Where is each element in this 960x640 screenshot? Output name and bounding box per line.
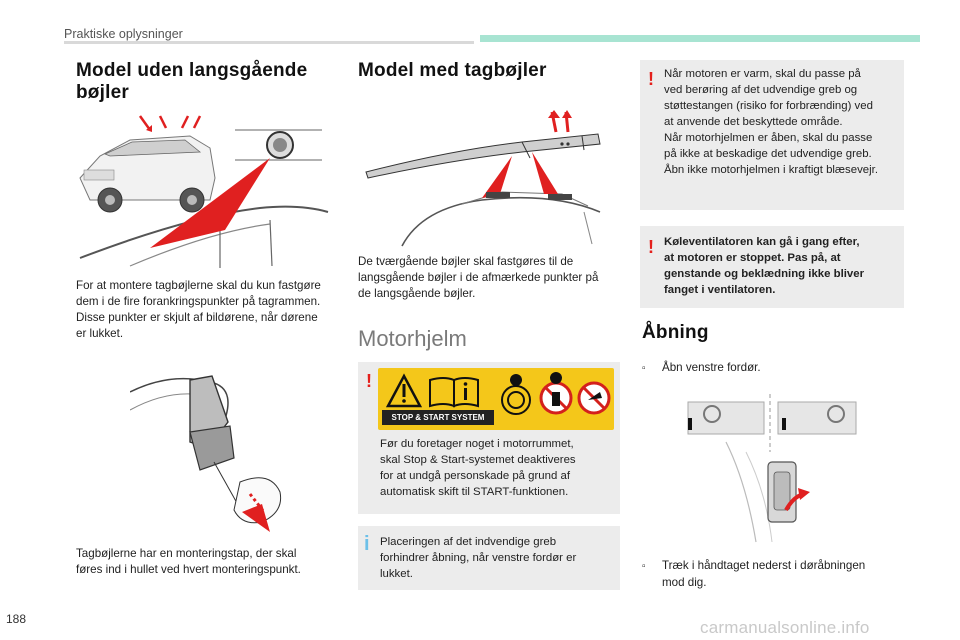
cooling-fan-warning-box (640, 226, 904, 308)
paragraph-anchor-points: For at montere tagbøjlerne skal du kun f… (76, 279, 321, 340)
paragraph-mounting-pin: Tagbøjlerne har en monteringstap, der sk… (76, 547, 301, 576)
warning-icon: ! (366, 371, 372, 391)
info-box (358, 526, 620, 590)
bonnet-release-illustration (687, 394, 857, 543)
heading-model-with-rails: Model med tagbøjler (358, 60, 547, 81)
longitudinal-rails-illustration (365, 110, 601, 247)
watermark: carmanualsonline.info (700, 618, 870, 637)
car-anchor-points-illustration (79, 115, 329, 268)
roof-bar-mounting-illustration (130, 375, 282, 532)
step-open-door: ▫Åbn venstre fordør. (642, 360, 761, 377)
hot-engine-warning-box (640, 60, 904, 210)
info-icon: i (364, 533, 370, 555)
warning-icon: ! (648, 237, 654, 257)
warning-icon: ! (648, 69, 654, 89)
stop-start-warning-text: Før du foretager noget i motorrummet, sk… (380, 438, 576, 498)
info-text: Placeringen af det indvendige greb forhi… (380, 536, 577, 580)
paragraph-cross-bars: De tværgående bøjler skal fastgøres til … (358, 255, 599, 300)
step-marker-icon: ▫ (642, 561, 646, 572)
safety-pictograms (385, 372, 611, 415)
heading-bonnet: Motorhjelm (358, 326, 467, 351)
header-divider (64, 41, 474, 44)
page-number: 188 (6, 612, 27, 626)
header-accent-bar (480, 35, 920, 42)
cooling-fan-warning-text: Køleventilatoren kan gå i gang efter, at… (664, 236, 865, 296)
step-pull-handle: ▫Træk i håndtaget nederst i døråbningen … (642, 559, 866, 589)
heading-opening: Åbning (642, 322, 709, 343)
hot-engine-warning-text: Når motoren er varm, skal du passe på ve… (664, 68, 878, 176)
page-header-title: Praktiske oplysninger (64, 27, 183, 41)
stop-start-label: STOP & START SYSTEM (382, 410, 494, 425)
stop-start-pictogram-panel: STOP & START SYSTEM (378, 368, 614, 430)
step-marker-icon: ▫ (642, 363, 646, 374)
